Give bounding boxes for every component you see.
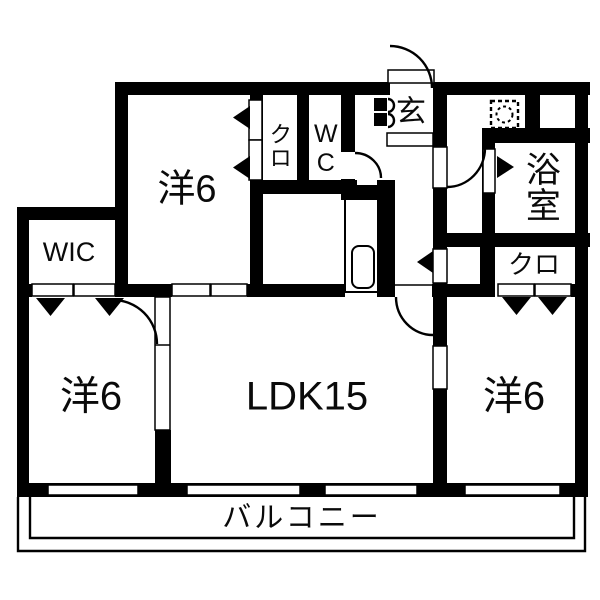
wall (17, 483, 588, 497)
wall (115, 82, 390, 95)
room-label-bedroom-bottom-left: 洋6 (59, 374, 123, 419)
bedroom-door-leaf (154, 296, 171, 431)
bathroom-door-panel (482, 148, 496, 194)
room-label-bathroom: 浴室 (520, 151, 560, 223)
wall (433, 233, 590, 247)
shoe-cabinet-icon (374, 113, 387, 126)
washing-machine-pan-icon (489, 99, 520, 130)
wall (297, 93, 309, 189)
closet-door-panel (497, 283, 535, 297)
wall (17, 207, 29, 497)
kitchen-sink-icon (351, 245, 375, 289)
doors-and-openings (31, 69, 572, 496)
wc-door-swing-icon (354, 151, 383, 179)
balcony-railing-inner (28, 497, 576, 540)
closet-door-panel (248, 139, 263, 181)
wic-door-panel (31, 283, 74, 297)
entrance-door-leaf (387, 69, 435, 84)
bedroom-door-swing-icon (112, 298, 159, 345)
room-label-closet-right: クロ (507, 249, 561, 280)
wall (17, 284, 32, 297)
wall (17, 207, 128, 220)
wic-door-panel (73, 283, 116, 297)
walls (17, 82, 590, 497)
fold-door-markers (36, 98, 567, 316)
wic-fold-door-triangle-icon (36, 298, 65, 316)
wall (115, 82, 128, 297)
washing-machine-pan-icon (495, 105, 514, 124)
room-label-wic: WIC (42, 237, 96, 268)
room-label-ldk: LDK15 (245, 374, 369, 419)
fixtures (344, 99, 520, 293)
room-label-bedroom-bottom-right: 洋6 (482, 374, 546, 419)
window (186, 484, 301, 496)
wc-door-opening (341, 152, 355, 179)
room-label-bedroom-top-left: 洋6 (157, 168, 217, 211)
shoe-cabinet-door-arc-icon (387, 97, 396, 114)
wall (250, 180, 357, 194)
wall (571, 284, 581, 297)
sliding-door-panel (171, 283, 211, 297)
closet-fold-door-triangle-icon (233, 156, 250, 179)
bathroom-fold-door-triangle-icon (497, 156, 514, 178)
sliding-door-panel (432, 345, 448, 390)
wall (432, 284, 495, 297)
closet-fold-door-triangle-icon (417, 251, 433, 273)
entrance-door-swing-icon (389, 44, 434, 89)
room-label-genkan: 玄 (396, 95, 426, 129)
wic-fold-door-triangle-icon (95, 298, 124, 316)
wall (482, 128, 590, 143)
closet-fold-door-triangle-icon (538, 297, 567, 315)
storage-door-panel (432, 248, 448, 284)
wall (433, 297, 447, 483)
wall (433, 82, 590, 95)
shoe-cabinet-door-arc-icon (387, 112, 396, 129)
room-label-closet-top: クロ (265, 122, 292, 170)
wall (480, 247, 495, 284)
washroom-door-swing-icon (446, 147, 487, 189)
wall (247, 284, 345, 297)
closet-door-panel (534, 283, 572, 297)
window (324, 484, 418, 496)
sliding-door-panel (210, 283, 248, 297)
room-label-balcony: バルコニー (222, 502, 382, 535)
shoe-cabinet-icon (374, 98, 387, 111)
wall (575, 82, 588, 497)
wall (115, 284, 172, 297)
window (47, 484, 139, 496)
room-label-wc: WC (311, 120, 340, 178)
wall (377, 180, 395, 297)
wall (155, 430, 171, 483)
ldk-door-swing-icon (394, 296, 434, 337)
closet-door-panel (248, 99, 263, 141)
washroom-door-leaf (432, 146, 448, 189)
closet-fold-door-triangle-icon (233, 106, 250, 129)
window (464, 484, 561, 496)
closet-fold-door-triangle-icon (502, 297, 531, 315)
kitchen-counter (344, 200, 377, 293)
genkan-step (386, 132, 434, 147)
balcony-railing (16, 497, 587, 553)
balcony-railing-outer (16, 497, 587, 553)
